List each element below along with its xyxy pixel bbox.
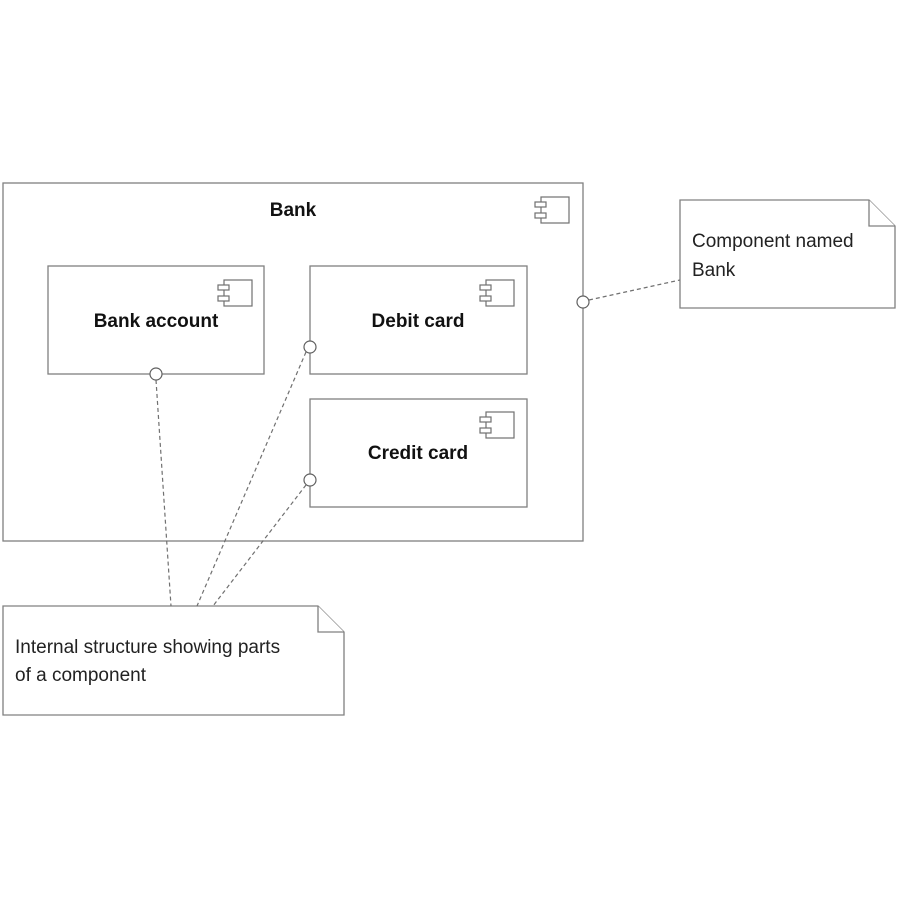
component-icon bbox=[479, 279, 515, 307]
credit-card-part: Credit card bbox=[309, 398, 528, 508]
debit-card-part: Debit card bbox=[309, 265, 528, 375]
debit-card-port bbox=[303, 340, 317, 354]
component-icon bbox=[217, 279, 253, 307]
debit-card-box bbox=[309, 265, 528, 375]
note-line-2: of a component bbox=[15, 665, 147, 686]
bank-component-label: Bank bbox=[270, 200, 317, 221]
note-line-1: Internal structure showing parts bbox=[15, 637, 280, 658]
note-fold bbox=[317, 606, 344, 633]
note-component-named: Component named Bank bbox=[679, 199, 896, 309]
note-internal-structure: Internal structure showing parts of a co… bbox=[2, 605, 345, 716]
note-line-1: Component named bbox=[692, 231, 854, 252]
debit-card-label: Debit card bbox=[372, 311, 465, 332]
note-fold bbox=[868, 200, 895, 227]
connector-bank-note bbox=[588, 279, 681, 301]
bank-account-part: Bank account bbox=[47, 265, 265, 375]
note-box bbox=[679, 199, 896, 309]
connector-bank-account-note bbox=[155, 379, 172, 607]
bank-account-port bbox=[149, 367, 163, 381]
note-line-2: Bank bbox=[692, 260, 736, 281]
credit-card-label: Credit card bbox=[368, 443, 468, 464]
bank-port bbox=[576, 295, 590, 309]
component-icon bbox=[479, 411, 515, 439]
connector-credit-card-note bbox=[212, 484, 307, 607]
note-box bbox=[2, 605, 345, 716]
bank-account-label: Bank account bbox=[94, 311, 219, 332]
component-icon bbox=[534, 196, 570, 224]
credit-card-port bbox=[303, 473, 317, 487]
